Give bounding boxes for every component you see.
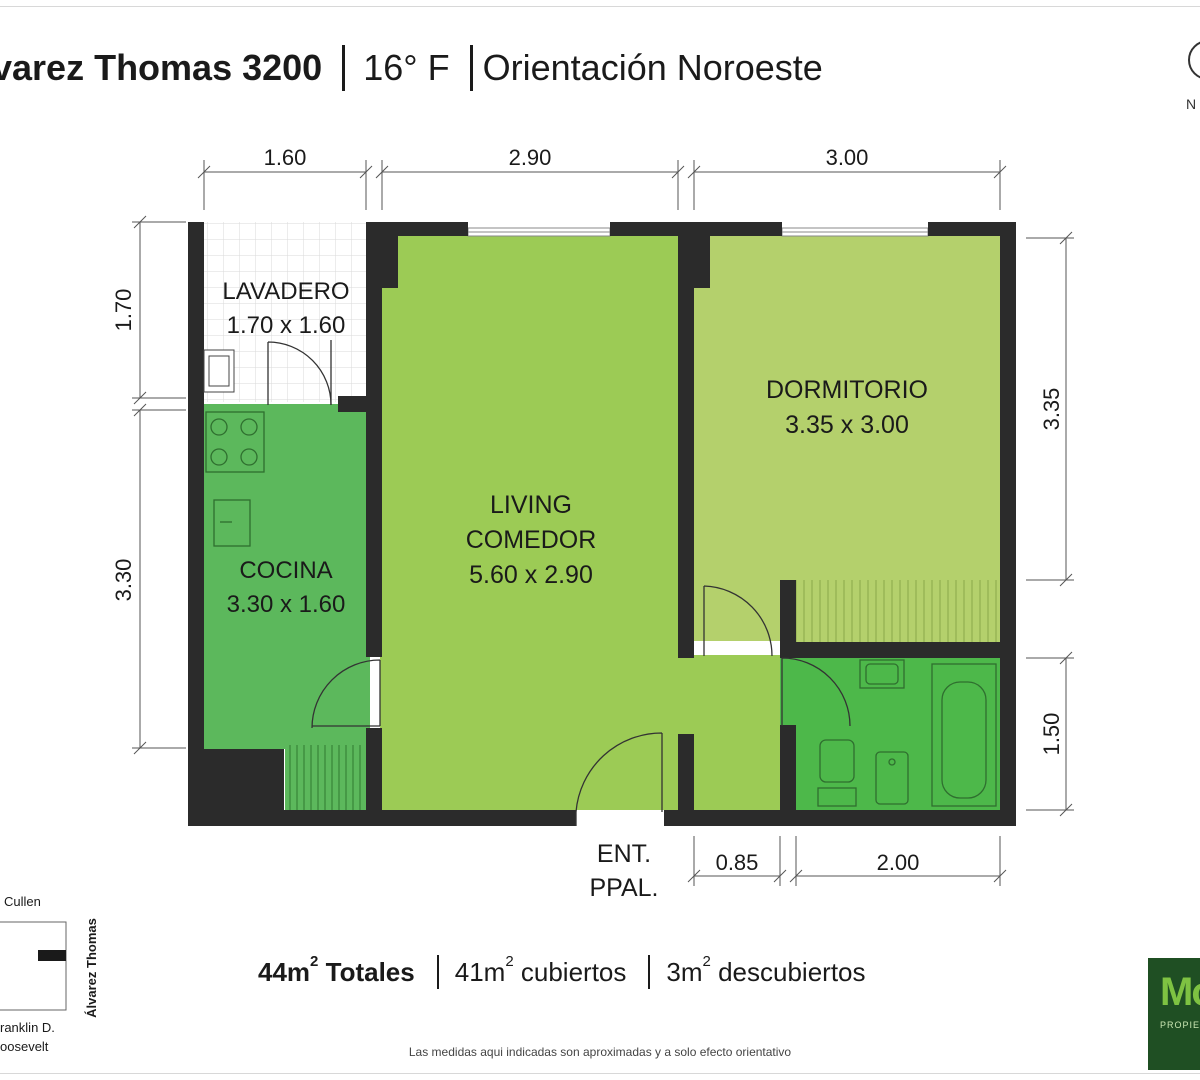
frame-top-line (0, 6, 1200, 7)
brand-logo: Mo PROPIED (1148, 958, 1200, 1070)
dimension-lines (132, 160, 1074, 886)
street-top: Cullen (4, 894, 41, 909)
bathtub-icon (931, 663, 997, 807)
page-title: lvarez Thomas 3200 16° F Orientación Nor… (0, 38, 823, 98)
title-separator (342, 45, 346, 91)
dim-top-dormitorio: 3.00 (826, 145, 869, 170)
dim-bottom-hall: 0.85 (716, 850, 759, 875)
brand-tagline: PROPIED (1160, 1020, 1200, 1030)
entrance-label-line2: PPAL. (589, 874, 658, 902)
living-floor (380, 236, 680, 810)
unit-label: 16° F (363, 47, 450, 88)
bano-floor (780, 657, 1000, 810)
doors (267, 340, 851, 826)
dim-left-cocina: 3.30 (111, 559, 136, 602)
bidet-icon (875, 751, 909, 805)
living-name-line2: COMEDOR (466, 526, 597, 554)
street-bottom-2: oosevelt (0, 1039, 49, 1054)
living-name-line1: LIVING (490, 491, 572, 519)
dim-right-dormitorio: 3.35 (1039, 388, 1064, 431)
totals-separator (648, 955, 651, 989)
hall-floor (680, 655, 780, 810)
laundry-sink-icon (203, 349, 235, 393)
stove-icon (205, 411, 265, 473)
disclaimer-text: Las medidas aqui indicadas son aproximad… (408, 1045, 792, 1059)
bathroom-sink-icon (859, 659, 905, 689)
orientation-label: Orientación Noroeste (482, 47, 823, 88)
dormitorio-name: DORMITORIO (766, 376, 928, 404)
walls (188, 222, 1016, 826)
location-map (0, 921, 67, 1011)
dim-top-lavadero: 1.60 (264, 145, 307, 170)
dim-left-lavadero: 1.70 (111, 289, 136, 332)
cocina-size: 3.30 x 1.60 (227, 591, 346, 618)
surface-totals: 44m2 Totales 41m2 cubiertos 3m2 descubie… (258, 952, 866, 989)
covered-area: 41m2 cubiertos (454, 952, 627, 987)
title-separator (469, 45, 473, 91)
street-right: Álvarez Thomas (84, 918, 99, 1018)
living-size: 5.60 x 2.90 (469, 561, 593, 589)
dormitorio-floor (690, 236, 1000, 641)
building-marker-icon (38, 950, 66, 961)
lavadero-size: 1.70 x 1.60 (227, 312, 346, 339)
brand-logo-text: Mo (1160, 970, 1200, 1014)
cocina-name: COCINA (239, 557, 332, 584)
toilet-icon (817, 739, 857, 807)
cocina-balcony (285, 745, 370, 810)
lavadero-name: LAVADERO (222, 278, 349, 305)
dim-bottom-bano: 2.00 (877, 850, 920, 875)
dormitorio-size: 3.35 x 3.00 (785, 411, 909, 439)
compass-logo-letter: N (1186, 96, 1197, 112)
street-bottom-1: ranklin D. (0, 1020, 55, 1035)
kitchen-sink-icon (213, 499, 251, 547)
entrance-label-line1: ENT. (597, 840, 651, 868)
total-area: 44m2 Totales (258, 952, 415, 987)
address-title: lvarez Thomas 3200 (0, 47, 323, 88)
dormitorio-closet (795, 580, 1000, 642)
frame-bottom-line (0, 1073, 1200, 1074)
cocina-floor (200, 404, 370, 749)
dim-top-living: 2.90 (509, 145, 552, 170)
uncovered-area: 3m2 descubiertos (666, 952, 866, 987)
dim-right-bano: 1.50 (1039, 713, 1064, 756)
totals-separator (436, 955, 439, 989)
